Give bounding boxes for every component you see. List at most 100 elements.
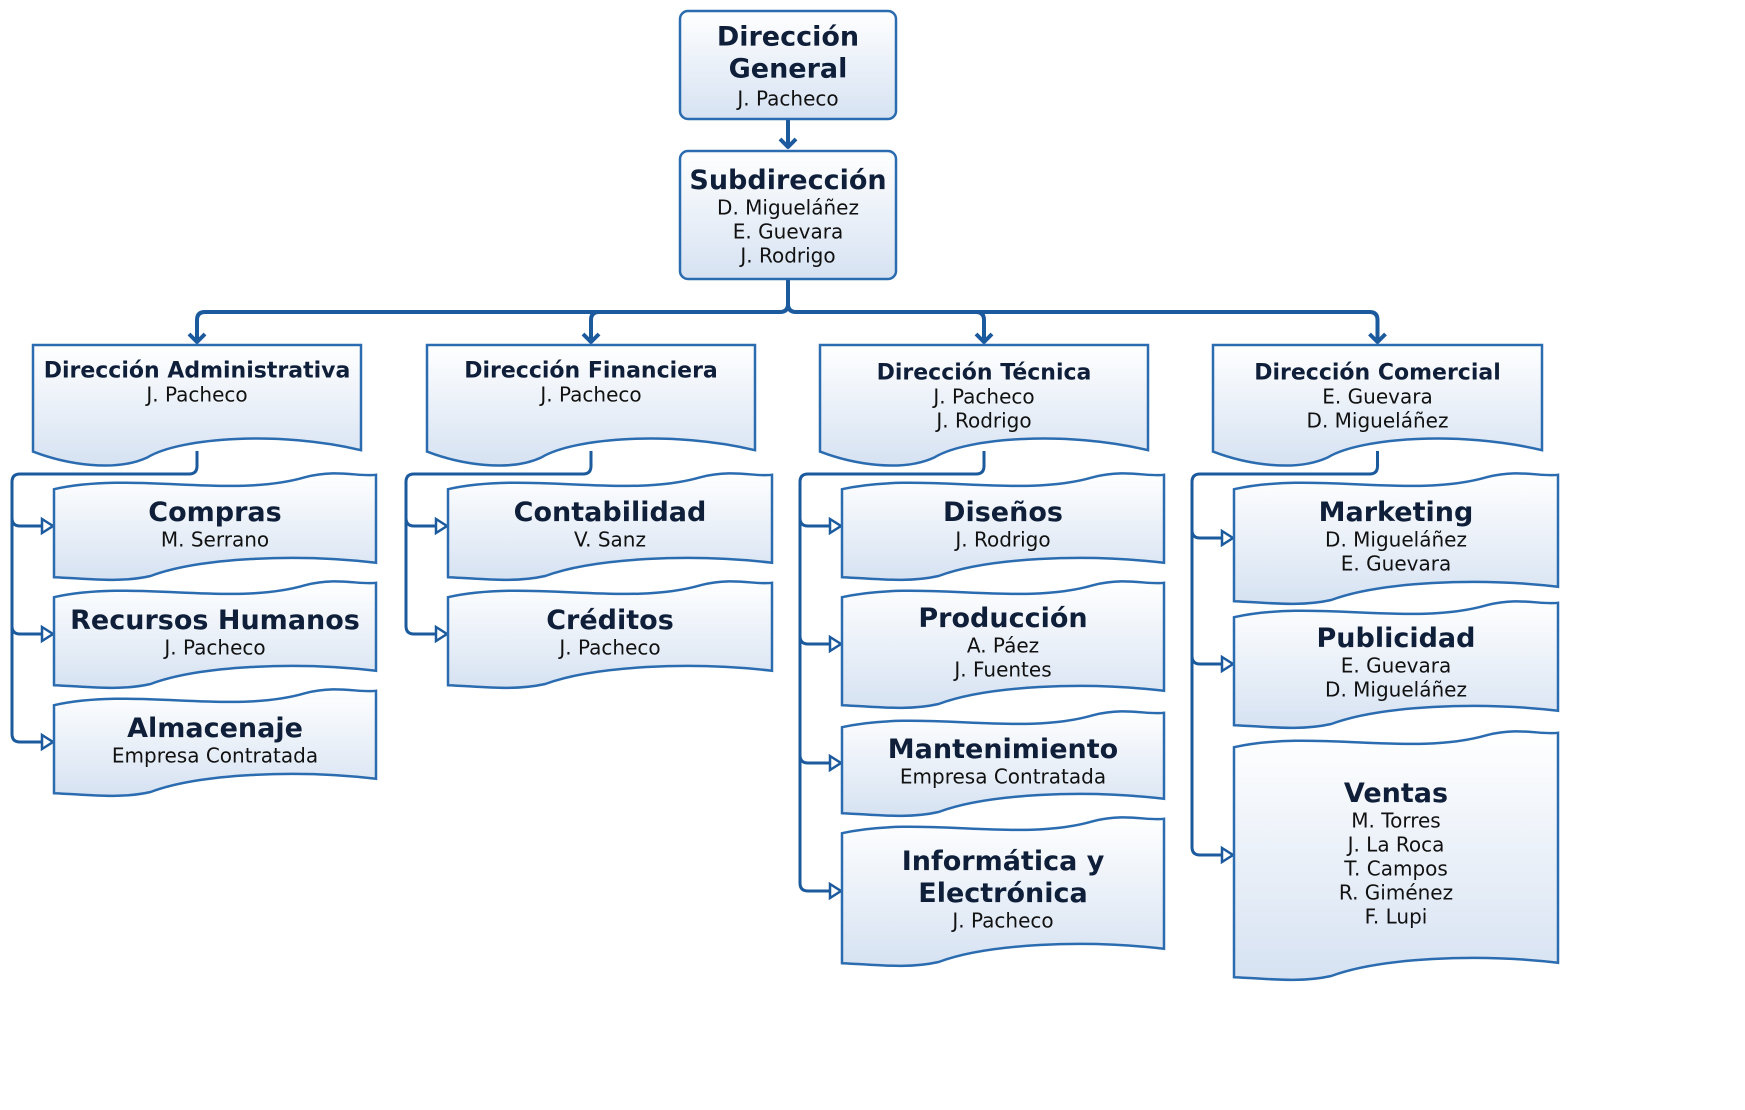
arrowhead (828, 634, 844, 654)
node-title: Compras (148, 497, 281, 528)
node-box (1211, 343, 1544, 467)
node-title: Informática y (902, 846, 1105, 877)
node-person: Empresa Contratada (112, 744, 318, 768)
node-person: E. Guevara (1322, 385, 1432, 409)
node-person: J. Pacheco (162, 636, 265, 660)
connector-unit-branch (798, 517, 838, 528)
arrowhead (778, 137, 798, 149)
connector-unit-branch (798, 635, 838, 646)
node-person: V. Sanz (574, 528, 646, 552)
arrowhead (40, 732, 56, 752)
node-person: Empresa Contratada (900, 765, 1106, 789)
node-person: D. Migueláñez (717, 196, 859, 220)
arrowhead (1220, 654, 1236, 674)
connector-unit-branch (798, 754, 838, 765)
node-title: Marketing (1319, 497, 1474, 528)
node-box (446, 472, 774, 582)
node-person: J. Pacheco (735, 87, 838, 111)
node-box (31, 343, 363, 467)
node-person: M. Serrano (161, 528, 269, 552)
node-title: Mantenimiento (888, 734, 1118, 765)
node-person: J. Pacheco (538, 383, 641, 407)
node-person: J. La Roca (1346, 833, 1445, 857)
node-person: J. Fuentes (952, 658, 1051, 682)
node-person: D. Migueláñez (1307, 409, 1449, 433)
connector-units-bus (10, 451, 199, 744)
node-person: A. Páez (967, 634, 1039, 658)
arrowhead (187, 332, 207, 344)
node-person: J. Pacheco (950, 909, 1053, 933)
connector-bus-right (786, 303, 1380, 339)
node-box (1232, 472, 1560, 606)
node-title: Dirección (717, 21, 859, 52)
node-box (840, 710, 1166, 818)
arrowhead (581, 332, 601, 344)
node-box (840, 580, 1166, 710)
arrowhead (1368, 332, 1387, 344)
node-title: Producción (918, 603, 1087, 634)
arrowhead (828, 753, 844, 773)
node-person: D. Migueláñez (1325, 678, 1467, 702)
node-title: Dirección Comercial (1254, 360, 1501, 385)
node-title: General (729, 53, 848, 84)
arrowhead (1220, 528, 1236, 548)
connector-units-bus (404, 451, 593, 636)
node-title: Contabilidad (514, 497, 707, 528)
node-person: T. Campos (1343, 857, 1448, 881)
node-box (1232, 600, 1560, 730)
connector-bus-left (195, 279, 790, 339)
connector-units-bus (1190, 451, 1379, 857)
node-title: Dirección Técnica (877, 360, 1092, 385)
arrowhead (1220, 845, 1236, 865)
arrowhead (828, 516, 844, 536)
node-person: M. Torres (1351, 809, 1440, 833)
node-title: Recursos Humanos (70, 605, 360, 636)
connector-unit-branch (404, 517, 444, 528)
node-title: Electrónica (918, 878, 1088, 909)
connector-units-bus (798, 451, 986, 893)
node-title: Publicidad (1317, 623, 1476, 654)
node-title: Dirección Administrativa (44, 358, 351, 383)
node-person: E. Guevara (733, 220, 843, 244)
node-person: D. Migueláñez (1325, 528, 1467, 552)
arrowhead (828, 881, 844, 901)
node-person: J. Rodrigo (738, 244, 835, 268)
node-box (818, 343, 1150, 467)
node-title: Diseños (943, 497, 1063, 528)
connector-dept-drop (589, 310, 600, 339)
connector-unit-branch (1190, 655, 1230, 666)
node-box (678, 9, 898, 121)
node-box (446, 580, 774, 690)
node-person: J. Pacheco (931, 385, 1034, 409)
node-person: J. Rodrigo (953, 528, 1050, 552)
connector-unit-branch (10, 517, 50, 528)
node-person: R. Giménez (1339, 881, 1453, 905)
node-title: Ventas (1344, 778, 1448, 809)
node-box (840, 816, 1166, 968)
node-title: Subdirección (689, 165, 886, 196)
node-person: J. Pacheco (557, 636, 660, 660)
node-person: E. Guevara (1341, 654, 1451, 678)
node-title: Créditos (546, 605, 674, 636)
node-box (425, 343, 757, 467)
arrowhead (974, 332, 994, 344)
node-person: F. Lupi (1365, 905, 1428, 929)
node-person: J. Pacheco (144, 383, 247, 407)
node-box (1232, 730, 1560, 982)
connector-unit-branch (10, 625, 50, 636)
node-title: Almacenaje (127, 713, 303, 744)
node-box (678, 149, 898, 281)
node-box (52, 688, 378, 798)
